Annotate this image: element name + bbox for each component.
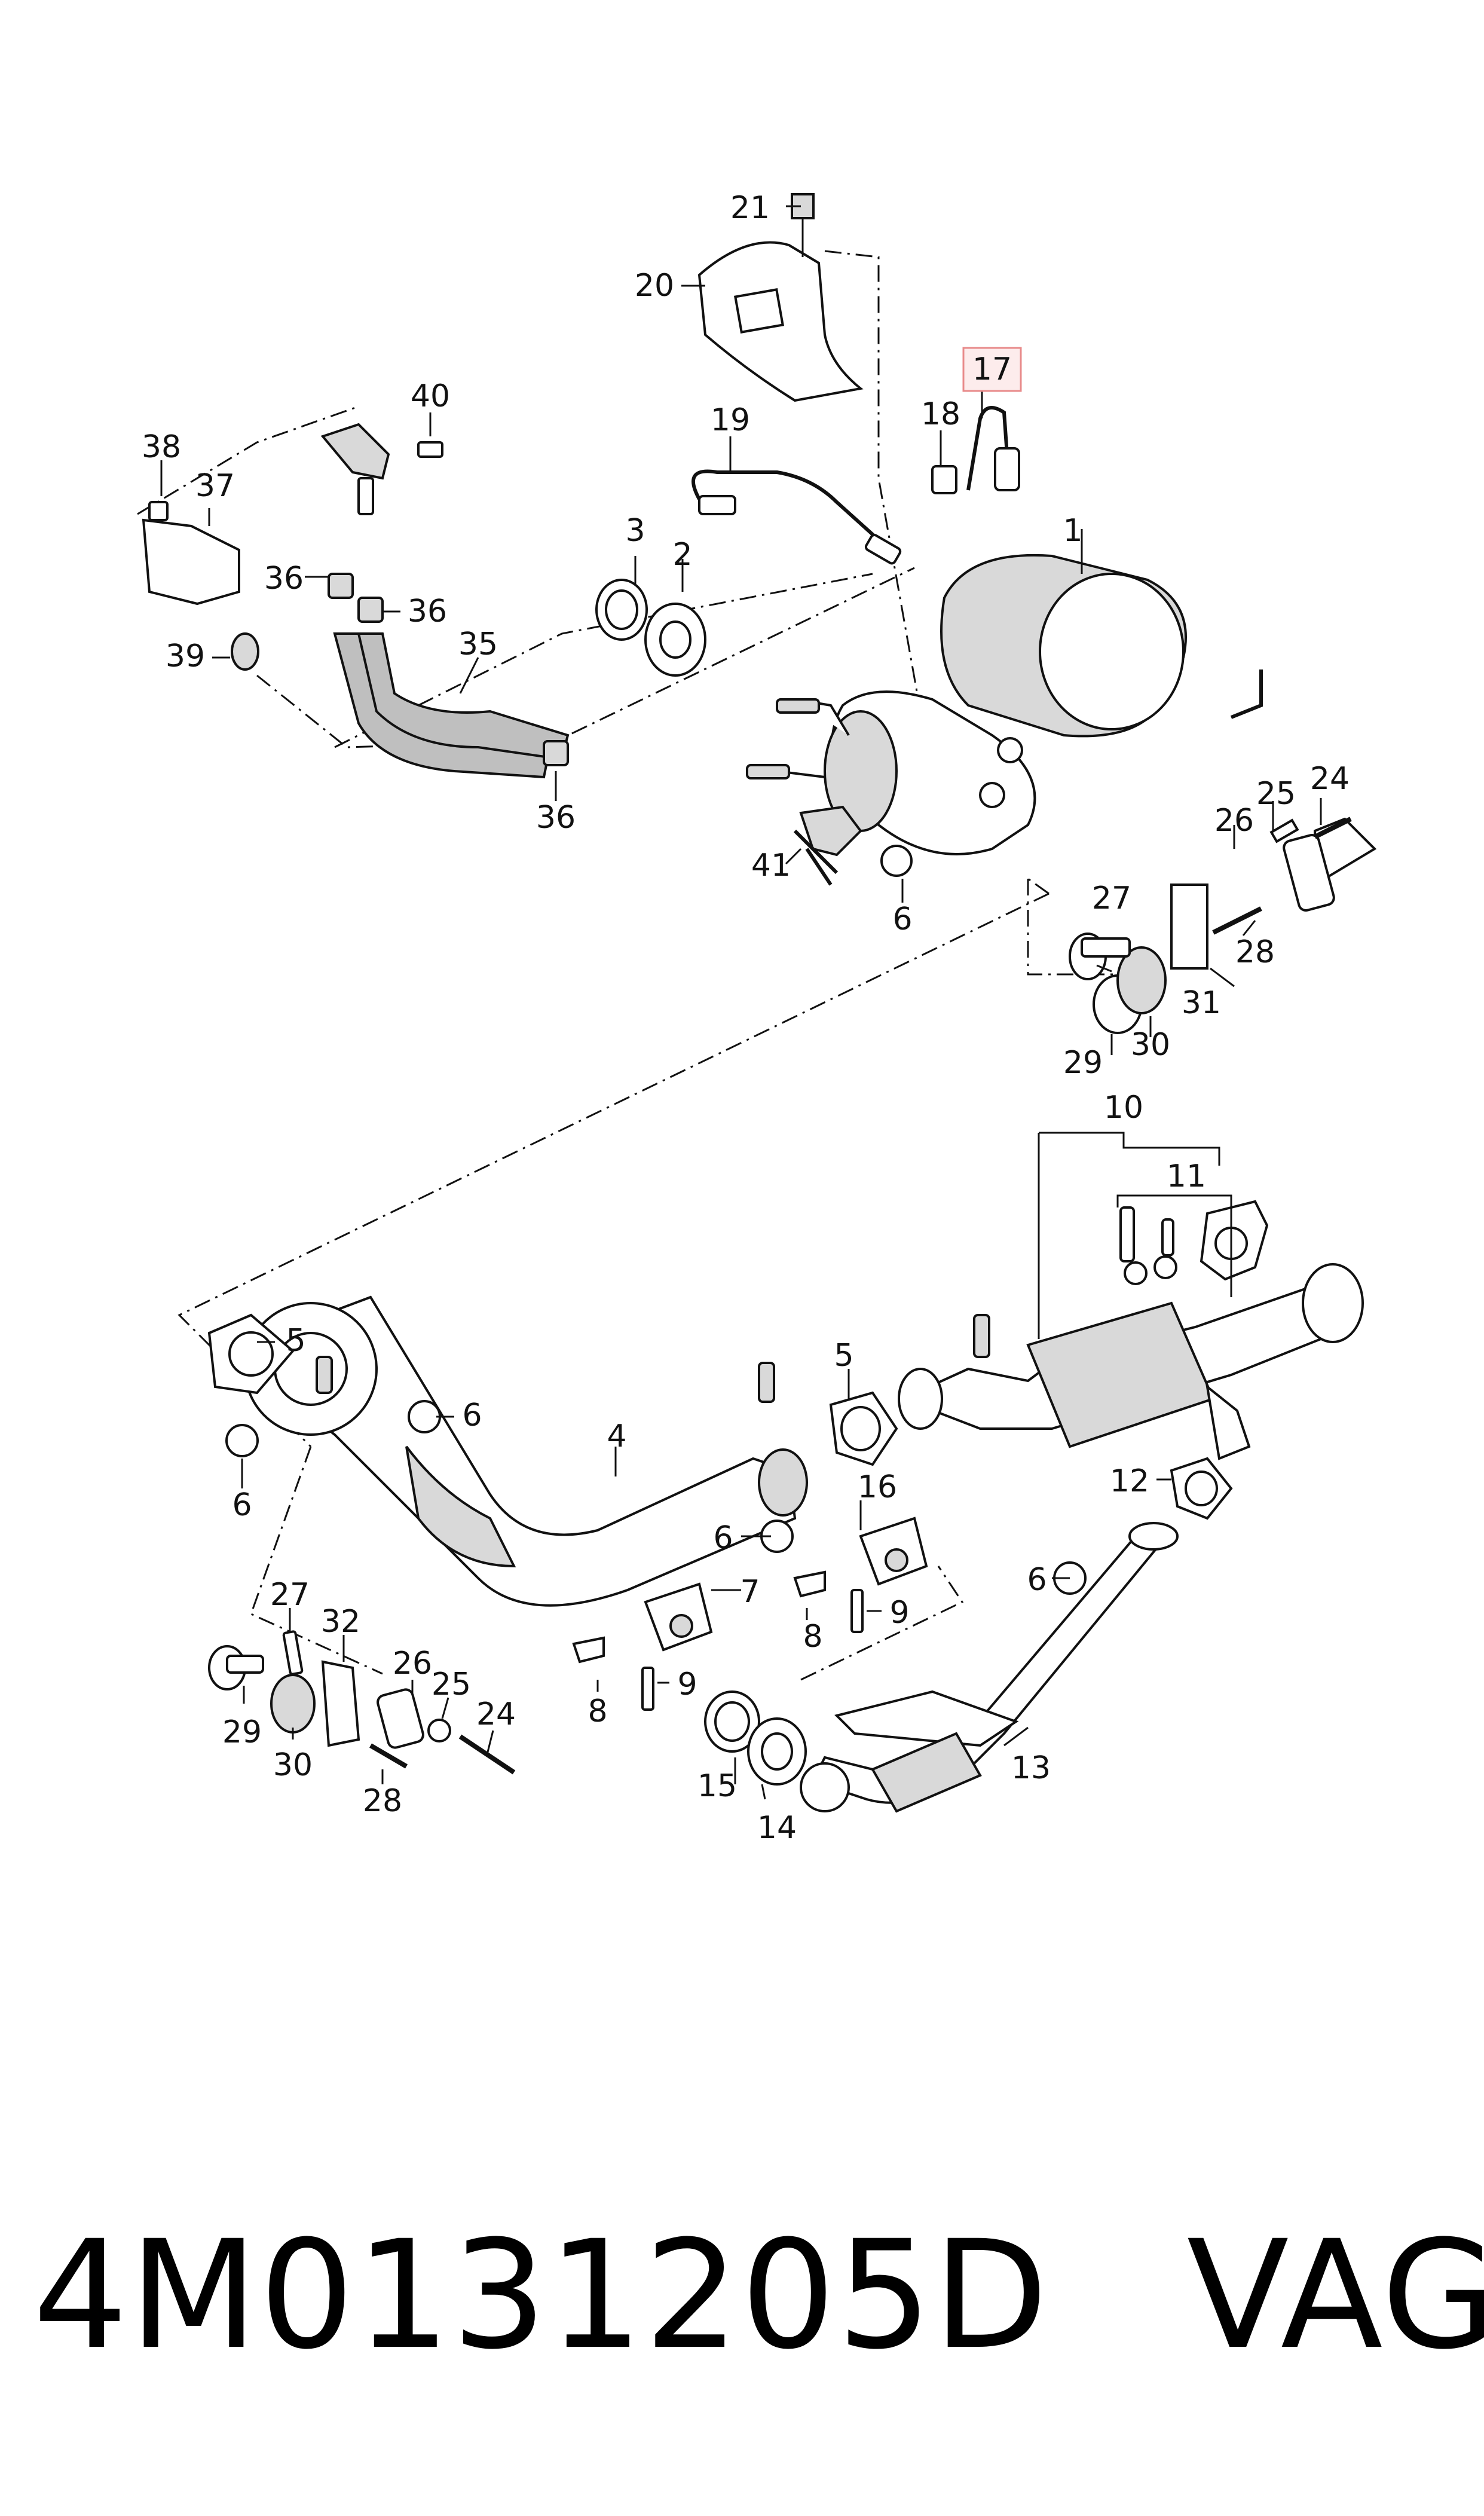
- callout-13: 13: [1011, 1750, 1051, 1786]
- clamp-and-gasket: [595, 579, 706, 677]
- callout-8a: 8: [588, 1693, 607, 1729]
- callout-36c: 36: [536, 800, 576, 836]
- callout-24a: 24: [1310, 761, 1350, 797]
- callout-39: 39: [166, 638, 205, 674]
- callout-5b: 5: [834, 1338, 853, 1374]
- callout-35: 35: [458, 626, 498, 662]
- callout-40: 40: [411, 378, 450, 414]
- rear-gasket: [1170, 1457, 1233, 1520]
- callout-25a: 25: [1256, 776, 1296, 812]
- actuator: [793, 805, 913, 886]
- upper-mount-assembly: [1069, 817, 1377, 1034]
- callout-24b: 24: [476, 1696, 516, 1732]
- particulate-filter: [746, 554, 1263, 855]
- callout-28b: 28: [363, 1783, 402, 1819]
- callout-9a: 9: [677, 1667, 697, 1702]
- intermediate-pipe: [800, 1522, 1179, 1813]
- callout-6b: 6: [462, 1398, 482, 1433]
- callout-11: 11: [1167, 1158, 1206, 1194]
- callout-29a: 29: [1063, 1045, 1103, 1081]
- callout-30a: 30: [1131, 1027, 1170, 1063]
- footer: 4M0131205D VAG: [33, 2206, 1484, 2385]
- callout-6e: 6: [1027, 1562, 1047, 1598]
- callout-26a: 26: [1214, 803, 1254, 839]
- brand-label: VAG: [1186, 2208, 1484, 2382]
- callout-labels: 1 2 3 4 5 5 6 6 6 6 6 6 7 8 8 9 9 10 11 …: [142, 190, 1350, 1846]
- callout-25b: 25: [432, 1667, 471, 1702]
- callout-27a: 27: [1092, 881, 1131, 916]
- callout-30b: 30: [273, 1747, 313, 1783]
- callout-17: 17: [972, 351, 1012, 387]
- callout-9b: 9: [889, 1595, 909, 1631]
- callout-12: 12: [1110, 1463, 1149, 1499]
- callout-6c: 6: [232, 1487, 252, 1523]
- pressure-sensor-assembly: [142, 423, 570, 779]
- highlight-box: [962, 347, 1022, 392]
- callout-27b: 27: [270, 1577, 310, 1613]
- callout-7: 7: [740, 1574, 760, 1610]
- front-pipe: [224, 1295, 808, 1607]
- callout-1: 1: [1063, 513, 1082, 549]
- callout-15: 15: [697, 1768, 737, 1804]
- pressure-line: [691, 469, 902, 565]
- callout-20: 20: [635, 268, 674, 304]
- callout-6a: 6: [892, 901, 912, 937]
- callout-41: 41: [751, 848, 791, 883]
- callout-16: 16: [858, 1469, 897, 1505]
- callout-29b: 29: [222, 1714, 262, 1750]
- callout-19: 19: [711, 402, 750, 438]
- leader-lines: [160, 205, 1322, 1800]
- callout-2: 2: [672, 537, 692, 573]
- heat-shield: [697, 193, 864, 402]
- callout-32: 32: [321, 1604, 360, 1640]
- flange-gaskets: [207, 1313, 898, 1466]
- sensor-pipe: [931, 406, 1020, 494]
- callout-36a: 36: [264, 561, 304, 597]
- part-number: 4M0131205D: [33, 2208, 1049, 2382]
- callout-26b: 26: [393, 1646, 432, 1682]
- callout-14: 14: [757, 1810, 797, 1846]
- rear-converter: [898, 1200, 1364, 1460]
- callout-21: 21: [730, 190, 770, 226]
- callout-6d: 6: [713, 1520, 733, 1556]
- callout-8b: 8: [803, 1619, 822, 1655]
- callout-28a: 28: [1235, 934, 1275, 970]
- rear-clamp-and-gasket: [704, 1690, 807, 1786]
- callout-5a: 5: [286, 1323, 305, 1359]
- callout-38: 38: [142, 429, 181, 465]
- callout-18: 18: [921, 396, 960, 432]
- callout-10: 10: [1104, 1090, 1143, 1126]
- callout-37: 37: [195, 468, 235, 504]
- callout-3: 3: [625, 513, 645, 549]
- callout-4: 4: [607, 1419, 626, 1454]
- callout-31: 31: [1182, 985, 1221, 1021]
- callout-36b: 36: [408, 594, 447, 629]
- pipe-mounts: [572, 1517, 928, 1711]
